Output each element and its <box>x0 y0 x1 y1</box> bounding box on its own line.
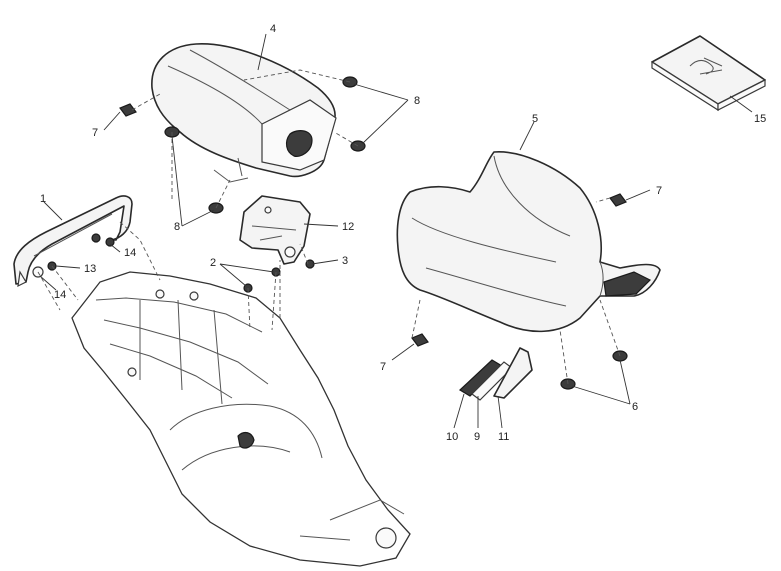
callout-15: 15 <box>754 113 766 125</box>
hex-keys <box>459 347 533 401</box>
callout-8-right: 8 <box>414 95 420 107</box>
callout-14-top: 14 <box>124 247 136 259</box>
part-12-bracket <box>239 195 311 265</box>
callout-7-left: 7 <box>92 127 98 139</box>
callout-12: 12 <box>342 221 354 233</box>
callout-13: 13 <box>84 263 96 275</box>
callout-10: 10 <box>446 431 458 443</box>
callout-3: 3 <box>342 255 348 267</box>
callout-7-bottom: 7 <box>380 361 386 373</box>
callout-5: 5 <box>532 113 538 125</box>
part-1-grab-handle <box>13 195 133 288</box>
part-4-seat-cowl <box>151 43 337 183</box>
callout-labels: 1 2 3 4 5 6 7 7 7 8 8 9 10 11 12 13 14 1… <box>40 23 766 443</box>
leader-lines <box>39 33 651 429</box>
callout-4: 4 <box>270 23 276 35</box>
callout-1: 1 <box>40 193 46 205</box>
callout-8-left: 8 <box>174 221 180 233</box>
callout-14-left: 14 <box>54 289 66 301</box>
rear-subframe <box>71 271 411 567</box>
callout-6: 6 <box>632 401 638 413</box>
callout-9: 9 <box>474 431 480 443</box>
part-15-manual <box>651 35 766 113</box>
callout-2: 2 <box>210 257 216 269</box>
callout-11: 11 <box>498 431 509 443</box>
callout-7-right: 7 <box>656 185 662 197</box>
assembly-lines <box>37 69 621 385</box>
part-5-rider-seat <box>396 151 661 333</box>
